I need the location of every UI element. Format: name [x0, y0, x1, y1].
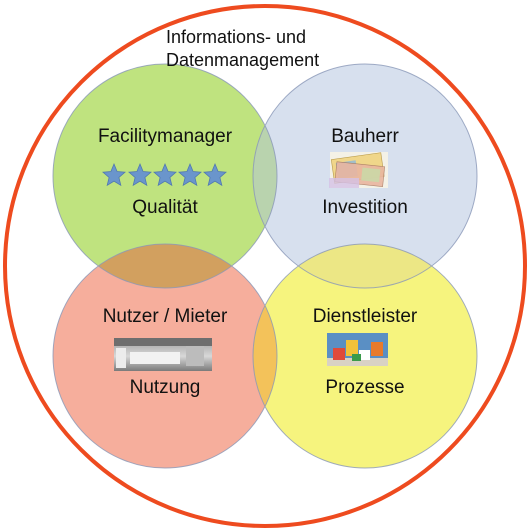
star-icon [203, 162, 227, 187]
star-icon [178, 162, 202, 187]
aspect-label-qualitaet: Qualität [132, 197, 198, 218]
outer-ring [3, 4, 527, 528]
aspect-label-investition: Investition [322, 197, 408, 218]
process-blocks-icon [327, 333, 388, 366]
role-label-dienstleister: Dienstleister [313, 306, 418, 327]
aspect-label-prozesse: Prozesse [325, 377, 404, 398]
role-label-nutzer-mieter: Nutzer / Mieter [103, 306, 228, 327]
star-icon [153, 162, 177, 187]
money-bills-icon [329, 152, 388, 188]
aspect-label-nutzung: Nutzung [130, 377, 201, 398]
star-icon [102, 162, 126, 187]
role-label-bauherr: Bauherr [331, 126, 399, 147]
circle-outlines [52, 63, 478, 469]
star-icon [128, 162, 152, 187]
diagram-title-line2: Datenmanagement [166, 50, 319, 70]
diagram-title-line1: Informations- und [166, 27, 306, 47]
role-label-facilitymanager: Facilitymanager [98, 126, 233, 147]
kitchen-photo-icon [114, 338, 212, 371]
five-stars-icon [102, 162, 227, 187]
